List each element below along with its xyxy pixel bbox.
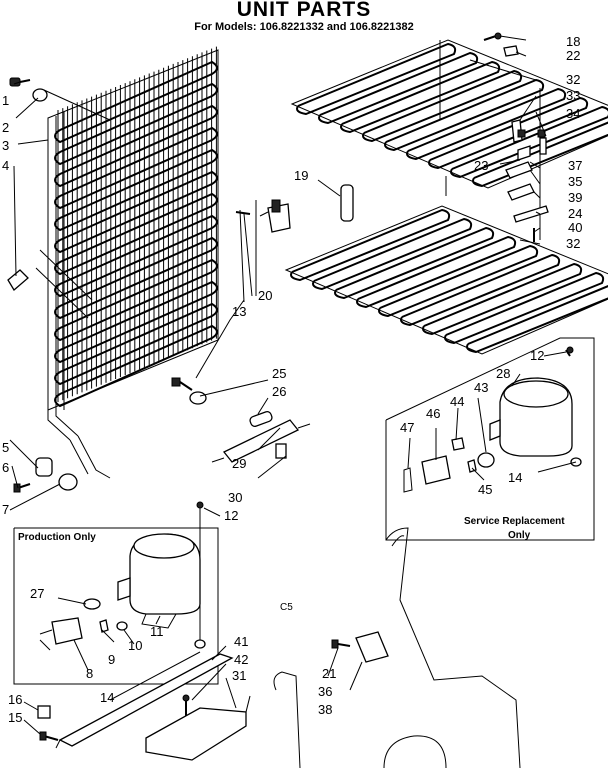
callout-18: 18 [566,34,580,49]
callout-14b: 14 [100,690,114,705]
callout-32b: 32 [566,236,580,251]
clip-45 [467,459,477,473]
condenser-wires [57,46,217,402]
callout-37: 37 [568,158,582,173]
callout-40: 40 [568,220,582,235]
callout-39: 39 [568,190,582,205]
callout-44: 44 [450,394,464,409]
relay-46 [421,455,451,485]
callout-4: 4 [2,158,9,173]
production-only-label: Production Only [18,532,96,543]
production-only-box [13,527,219,685]
callout-22: 22 [566,48,580,63]
callout-5: 5 [2,440,9,455]
clip-9 [99,619,109,633]
callout-34: 34 [566,106,580,121]
screw-12 [194,501,206,649]
relay-36 [331,631,389,663]
callout-33: 33 [566,88,580,103]
callout-45: 45 [478,482,492,497]
callout-23: 23 [474,158,488,173]
callout-24: 24 [568,206,582,221]
callout-31: 31 [232,668,246,683]
evaporator [284,39,608,355]
callout-21: 21 [322,666,336,681]
callout-13: 13 [232,304,246,319]
diagram-title: UNIT PARTS [236,0,372,21]
clip-4 [7,269,29,291]
clip-47 [403,467,413,493]
callout-9: 9 [108,652,115,667]
grommet-10 [116,621,128,631]
screw-13 [171,377,207,405]
drier-29 [211,411,311,463]
drier-parts [13,457,78,493]
callout-6: 6 [2,460,9,475]
callout-12b: 12 [224,508,238,523]
callout-8: 8 [86,666,93,681]
callout-10: 10 [128,638,142,653]
callout-28: 28 [496,366,510,381]
evaporator-lower-shelf [284,205,608,355]
callout-32a: 32 [566,72,580,87]
screw-15 [39,731,59,741]
grommet-2 [32,88,48,102]
callout-46: 46 [426,406,440,421]
callout-47: 47 [400,420,414,435]
callout-43: 43 [474,380,488,395]
callout-11: 11 [150,624,164,639]
callout-29: 29 [232,456,246,471]
callout-19: 19 [294,168,308,183]
misc-mark: C5 [280,602,293,613]
callout-labels: 1 2 3 4 5 6 7 8 9 10 11 12 12 13 14 14 1… [2,34,582,725]
grommet-44 [451,437,465,451]
base-tray [55,653,251,761]
callout-16: 16 [8,692,22,707]
callout-35: 35 [568,174,582,189]
callout-12a: 12 [530,348,544,363]
refrigerant-tubes [273,527,521,768]
capacitor-43 [477,452,495,468]
service-replacement-label: Service Replacement [464,516,565,527]
callout-27: 27 [30,586,44,601]
compressor-production [117,533,201,629]
callout-1: 1 [2,93,9,108]
tube-19 [340,184,354,222]
callout-2: 2 [2,120,9,135]
callout-14a: 14 [508,470,522,485]
callout-3: 3 [2,138,9,153]
leader-lines [9,35,577,735]
callout-25: 25 [272,366,286,381]
condenser [35,46,219,479]
callout-7: 7 [2,502,9,517]
evaporator-fasteners [483,32,549,242]
bracket-20 [235,199,291,233]
compressor-service [489,377,573,457]
grommet-27 [83,598,101,610]
service-only-label: Only [508,530,531,541]
callout-30: 30 [228,490,242,505]
relay-8 [39,617,83,651]
callout-38: 38 [318,702,332,717]
clip-16 [37,705,51,719]
callout-26: 26 [272,384,286,399]
callout-15: 15 [8,710,22,725]
diagram-subtitle: For Models: 106.8221332 and 106.8221382 [194,21,414,33]
callout-42: 42 [234,652,248,667]
service-replacement-box [385,337,595,541]
callout-41: 41 [234,634,248,649]
callout-20: 20 [258,288,272,303]
callout-36: 36 [318,684,332,699]
evaporator-upper-shelf [290,39,608,189]
